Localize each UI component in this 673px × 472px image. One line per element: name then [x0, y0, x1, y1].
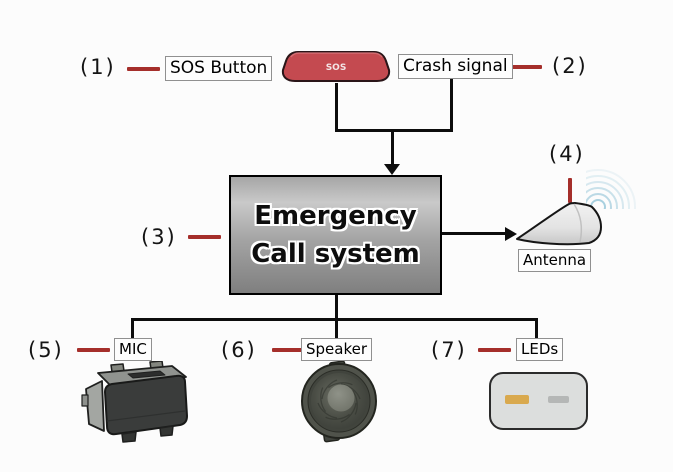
callout-number-6: (6) [221, 338, 257, 362]
callout-number-5: (5) [28, 338, 64, 362]
leds-image [489, 372, 588, 430]
system-box-line1: Emergency [254, 201, 417, 231]
speaker-image [301, 361, 377, 443]
callout-number-3: (3) [141, 225, 177, 249]
sos-key-text: SOS [326, 63, 347, 73]
label-sos-button: SOS Button [165, 56, 273, 82]
connector-merge-horizontal [335, 129, 453, 132]
emergency-call-system-box: Emergency Call system [229, 175, 442, 295]
connector-mic-drop [131, 318, 134, 339]
label-leds: LEDs [516, 338, 564, 361]
connector-crash-drop [450, 79, 453, 131]
antenna-image [516, 169, 636, 246]
sos-button-image: SOS [281, 51, 391, 82]
callout-number-7: (7) [431, 338, 467, 362]
callout-dash-4 [568, 178, 572, 203]
callout-dash-2 [509, 65, 542, 69]
callout-dash-6 [272, 348, 305, 352]
mic-image [81, 361, 188, 443]
callout-dash-5 [77, 348, 110, 352]
connector-bottom-stem [335, 294, 338, 340]
led-gray-bar [548, 396, 569, 403]
connector-leds-drop [535, 318, 538, 339]
callout-number-4: (4) [549, 142, 585, 166]
led-amber-bar [505, 395, 529, 404]
callout-number-1: (1) [80, 55, 116, 79]
label-crash-signal: Crash signal [398, 54, 513, 80]
callout-dash-3 [188, 235, 221, 239]
arrow-right-icon [505, 227, 517, 241]
label-antenna: Antenna [518, 249, 592, 272]
connector-bottom-horizontal [131, 318, 538, 321]
label-speaker: Speaker [301, 338, 373, 361]
label-mic: MIC [114, 338, 152, 361]
callout-dash-7 [478, 348, 511, 352]
connector-antenna-line [441, 232, 507, 235]
system-box-line2: Call system [251, 238, 420, 269]
connector-arrow-stem [391, 129, 394, 167]
connector-sos-drop [335, 83, 338, 131]
arrow-down-icon [384, 164, 400, 175]
callout-number-2: (2) [552, 54, 588, 78]
callout-dash-1 [127, 67, 160, 71]
